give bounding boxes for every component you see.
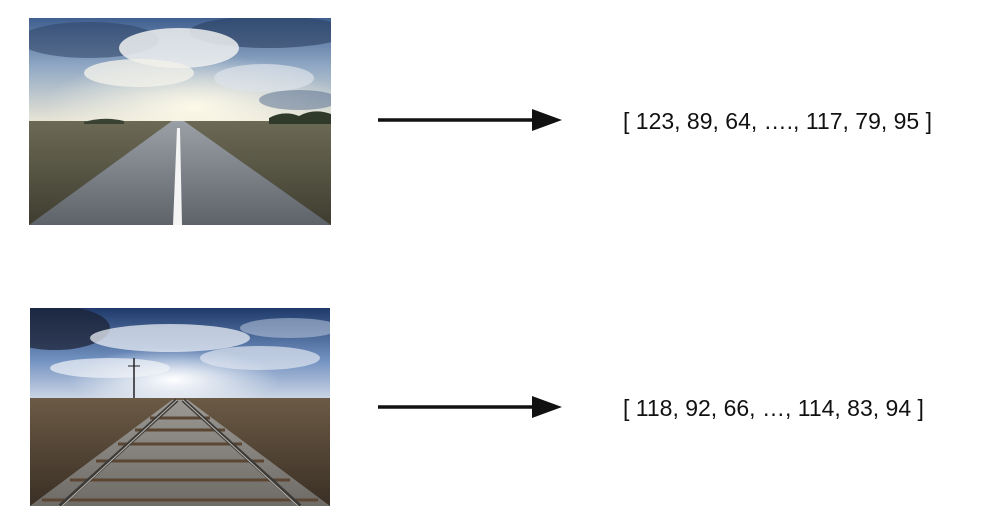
feature-vector-1: [ 123, 89, 64, …., 117, 79, 95 ] — [623, 108, 933, 134]
railway-photo — [30, 308, 330, 506]
road-photo — [29, 18, 331, 225]
arrow-right-icon — [376, 392, 566, 422]
feature-vector-2: [ 118, 92, 66, …, 114, 83, 94 ] — [623, 395, 924, 421]
arrow-right-icon — [376, 105, 566, 135]
